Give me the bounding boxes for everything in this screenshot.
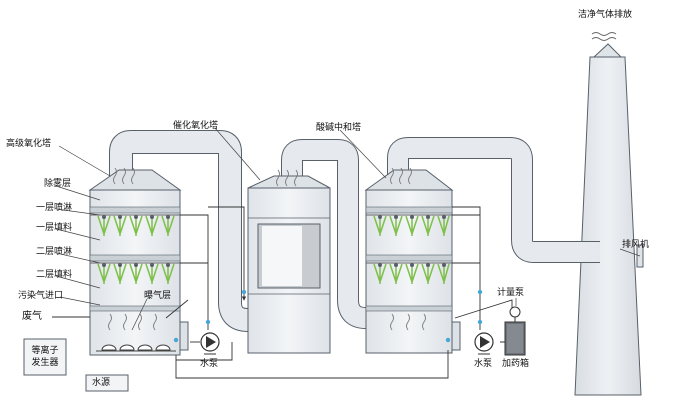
label-polluted-gas-inlet: 污染气进口 <box>18 291 64 301</box>
label-dosing-tank: 加药箱 <box>502 359 530 369</box>
label-plasma-generator-line2: 发生器 <box>31 358 59 368</box>
label-packing-1: 一层填料 <box>36 223 73 233</box>
water-source-box <box>85 374 129 392</box>
acid-base-neutralization-tower <box>364 167 461 354</box>
spray-nozzles-4 <box>373 263 450 284</box>
spray-nozzles-2 <box>97 263 175 284</box>
spray-nozzles-1 <box>97 215 175 236</box>
aeration-diffusers <box>96 344 176 352</box>
water-pump-1 <box>200 332 220 355</box>
label-demister-layer: 除雾层 <box>44 179 72 189</box>
clean-gas-wave-icon <box>591 32 617 36</box>
high-oxidation-tower <box>88 167 189 356</box>
label-spray-1: 一层喷淋 <box>36 203 73 213</box>
label-clean-gas-discharge: 洁净气体排放 <box>578 10 633 20</box>
label-spray-2: 二层喷淋 <box>36 247 73 257</box>
label-plasma-generator: 等离子 发生器 <box>24 345 66 369</box>
label-catalytic-oxidation-tower: 催化氧化塔 <box>173 121 219 131</box>
water-pump-2 <box>474 332 494 355</box>
chimney <box>574 32 644 396</box>
label-packing-2: 二层填料 <box>36 270 73 280</box>
label-aeration-layer: 曝气层 <box>144 291 172 301</box>
label-metering-pump: 计量泵 <box>497 288 525 298</box>
dosing-tank <box>504 321 526 356</box>
label-waste-gas: 废气 <box>22 311 42 322</box>
catalytic-oxidation-tower <box>247 169 331 354</box>
metering-pump <box>509 306 521 322</box>
spray-nozzles-3 <box>373 215 450 236</box>
label-water-source: 水源 <box>92 378 111 388</box>
chimney-cap <box>592 43 623 58</box>
gas-pipes <box>109 130 600 332</box>
label-exhaust-fan: 排风机 <box>622 240 650 250</box>
label-water-pump-2: 水泵 <box>474 359 493 369</box>
label-leaders <box>55 127 641 331</box>
label-high-oxidation-tower: 高级氧化塔 <box>6 139 52 149</box>
label-plasma-generator-line1: 等离子 <box>31 346 59 356</box>
label-acid-base-tower: 酸碱中和塔 <box>316 123 362 133</box>
water-level-markers <box>173 289 483 343</box>
plasma-generator <box>23 338 67 376</box>
label-water-pump-1: 水泵 <box>200 359 219 369</box>
